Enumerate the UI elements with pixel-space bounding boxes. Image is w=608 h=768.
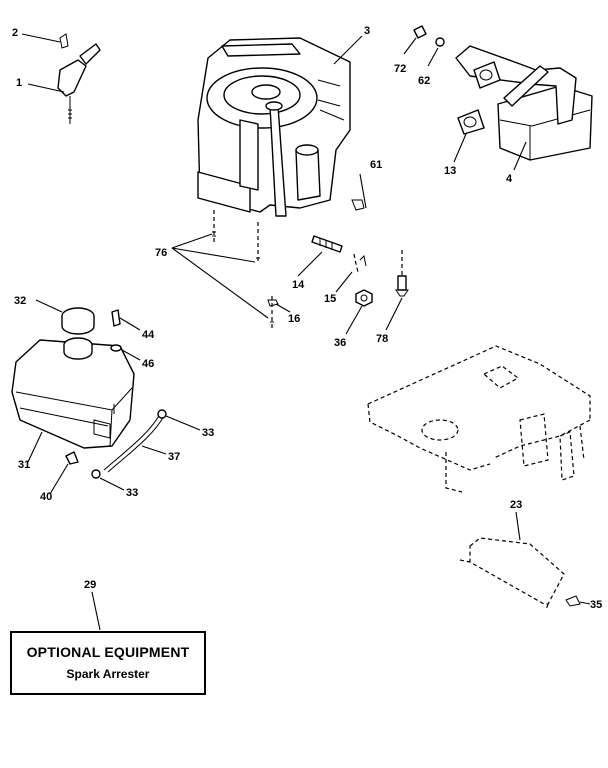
engine-assembly	[197, 35, 363, 217]
engine-hardware	[267, 235, 409, 335]
label-15: 15	[324, 293, 336, 305]
frame-section	[367, 345, 591, 493]
label-36: 36	[334, 337, 346, 349]
optional-equipment-box: OPTIONAL EQUIPMENT Spark Arrester	[10, 631, 206, 695]
label-44: 44	[142, 329, 155, 341]
fuel-tank-assembly	[11, 299, 201, 495]
label-2: 2	[12, 27, 18, 39]
label-29: 29	[84, 579, 96, 591]
label-33-bottom: 33	[126, 487, 138, 499]
label-62: 62	[418, 75, 430, 87]
label-40: 40	[40, 491, 52, 503]
label-14: 14	[292, 279, 305, 291]
spark-arrester-guard	[459, 511, 591, 611]
label-72: 72	[394, 63, 406, 75]
spark-arrester-label: Spark Arrester	[66, 667, 150, 681]
optional-equipment-title: OPTIONAL EQUIPMENT	[26, 644, 190, 660]
label-32: 32	[14, 295, 26, 307]
throttle-control-assembly	[21, 33, 101, 124]
label-35: 35	[590, 599, 602, 611]
label-1: 1	[16, 77, 22, 89]
muffler-assembly	[403, 25, 593, 171]
optional-equipment-leader	[91, 591, 101, 631]
label-13: 13	[444, 165, 456, 177]
label-61: 61	[370, 159, 382, 171]
label-3: 3	[364, 25, 370, 37]
label-46: 46	[142, 358, 154, 370]
label-4: 4	[506, 173, 513, 185]
engine-bolts	[171, 173, 367, 330]
label-33-top: 33	[202, 427, 214, 439]
label-78: 78	[376, 333, 388, 345]
label-16: 16	[288, 313, 300, 325]
label-23: 23	[510, 499, 522, 511]
label-37: 37	[168, 451, 180, 463]
label-76-top: 76	[155, 247, 167, 259]
label-31: 31	[18, 459, 30, 471]
